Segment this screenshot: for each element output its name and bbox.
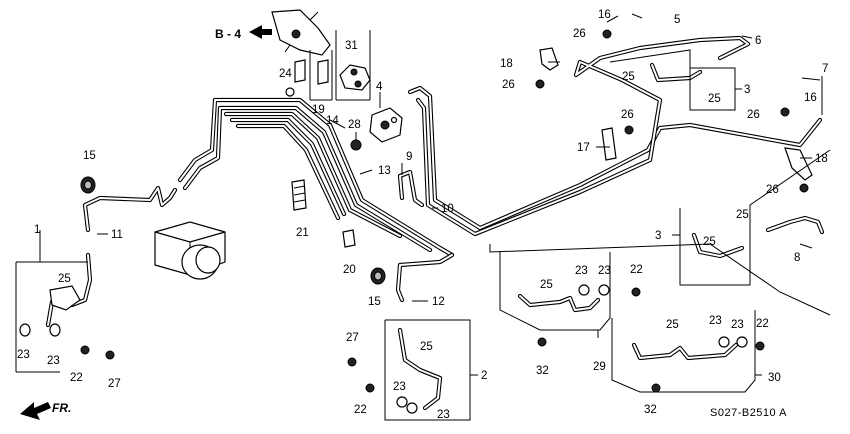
brake-pipe-bundle bbox=[177, 35, 823, 258]
part-20 bbox=[342, 229, 356, 248]
callout-13: 13 bbox=[378, 165, 391, 177]
callout-7: 7 bbox=[822, 63, 828, 75]
clip-set-19-24 bbox=[285, 59, 329, 97]
callout-23-d: 23 bbox=[437, 409, 450, 421]
top-bracket-assembly bbox=[271, 9, 331, 56]
bracket-17 bbox=[601, 127, 617, 161]
group-brackets bbox=[15, 30, 831, 421]
callout-32-left: 32 bbox=[536, 365, 549, 377]
pipe-8 bbox=[765, 215, 825, 235]
left-brake-pipe bbox=[82, 185, 178, 233]
callout-2: 2 bbox=[481, 370, 487, 382]
callout-31: 31 bbox=[345, 40, 358, 52]
callout-23-e: 23 bbox=[575, 265, 588, 277]
front-direction-arrow bbox=[20, 402, 51, 420]
callout-25-d: 25 bbox=[708, 93, 721, 105]
part-31-bracket bbox=[339, 64, 371, 91]
callout-8: 8 bbox=[794, 252, 800, 264]
callout-18-right: 18 bbox=[815, 153, 828, 165]
callout-23-a: 23 bbox=[17, 349, 30, 361]
callout-27-left: 27 bbox=[108, 378, 121, 390]
callout-12: 12 bbox=[432, 296, 445, 308]
callout-26-d: 26 bbox=[747, 109, 760, 121]
callout-32-right: 32 bbox=[644, 404, 657, 416]
callout-22-mid: 22 bbox=[630, 264, 643, 276]
callout-10: 10 bbox=[441, 203, 454, 215]
leader-lines bbox=[97, 13, 823, 302]
callout-9: 9 bbox=[406, 151, 412, 163]
bolt-28 bbox=[350, 139, 362, 151]
callout-24: 24 bbox=[279, 68, 292, 80]
front-left-hose-assembly bbox=[19, 252, 115, 360]
callout-15-center: 15 bbox=[368, 296, 381, 308]
callout-25-c: 25 bbox=[622, 71, 635, 83]
callout-30: 30 bbox=[768, 372, 781, 384]
callout-23-h: 23 bbox=[731, 319, 744, 331]
reference-arrow bbox=[249, 25, 272, 39]
callout-23-f: 23 bbox=[598, 265, 611, 277]
callout-26-b: 26 bbox=[502, 79, 515, 91]
rear-right-hose-bottom bbox=[691, 232, 745, 259]
callout-25-h: 25 bbox=[666, 319, 679, 331]
callout-25-g: 25 bbox=[540, 279, 553, 291]
abs-modulator-unit bbox=[154, 221, 226, 280]
callout-25-f: 25 bbox=[703, 236, 716, 248]
callout-23-g: 23 bbox=[709, 315, 722, 327]
grommet-15-left bbox=[80, 176, 96, 194]
callout-25-b: 25 bbox=[420, 341, 433, 353]
callout-14: 14 bbox=[326, 115, 339, 127]
pipe-9 bbox=[397, 169, 425, 208]
callout-16-top: 16 bbox=[598, 9, 611, 21]
callout-6: 6 bbox=[755, 35, 761, 47]
hose-29-assembly bbox=[517, 284, 641, 347]
callout-27-center: 27 bbox=[346, 332, 359, 344]
callout-1: 1 bbox=[34, 224, 40, 236]
callout-19: 19 bbox=[312, 104, 325, 116]
rear-pipe-12 bbox=[395, 252, 455, 303]
callout-16-right: 16 bbox=[804, 92, 817, 104]
front-label: FR. bbox=[52, 401, 71, 415]
callout-3-top: 3 bbox=[744, 84, 750, 96]
drawing-code: S027-B2510 A bbox=[710, 407, 787, 419]
clip-21 bbox=[291, 179, 307, 211]
callout-28: 28 bbox=[348, 119, 361, 131]
reference-label: B - 4 bbox=[215, 27, 241, 41]
callout-21: 21 bbox=[296, 227, 309, 239]
callout-15-left: 15 bbox=[83, 150, 96, 162]
grommet-15-center bbox=[370, 267, 386, 285]
bolts-26 bbox=[535, 29, 809, 193]
callout-17: 17 bbox=[577, 142, 590, 154]
callout-25-e: 25 bbox=[736, 209, 749, 221]
callout-29: 29 bbox=[593, 361, 606, 373]
callout-11: 11 bbox=[111, 229, 123, 241]
bracket-18-right bbox=[784, 147, 813, 181]
hose-30-assembly bbox=[631, 336, 765, 393]
callout-22-right: 22 bbox=[756, 318, 769, 330]
rear-hose-assembly-2 bbox=[347, 327, 443, 414]
callout-23-b: 23 bbox=[47, 355, 60, 367]
callout-26-e: 26 bbox=[766, 184, 779, 196]
callout-18-top: 18 bbox=[500, 58, 513, 70]
callout-5: 5 bbox=[674, 14, 680, 26]
callout-22-center: 22 bbox=[354, 404, 367, 416]
callout-25-a: 25 bbox=[58, 273, 71, 285]
callout-20: 20 bbox=[343, 264, 356, 276]
callout-3-bottom: 3 bbox=[655, 230, 661, 242]
rear-right-hose-top bbox=[649, 62, 703, 83]
callout-4: 4 bbox=[376, 81, 383, 93]
bracket-18-top bbox=[539, 47, 559, 71]
callout-26-a: 26 bbox=[573, 28, 586, 40]
callout-22-left: 22 bbox=[70, 372, 83, 384]
callout-23-c: 23 bbox=[393, 381, 406, 393]
part-4-valve bbox=[369, 107, 403, 143]
callout-26-c: 26 bbox=[621, 109, 634, 121]
